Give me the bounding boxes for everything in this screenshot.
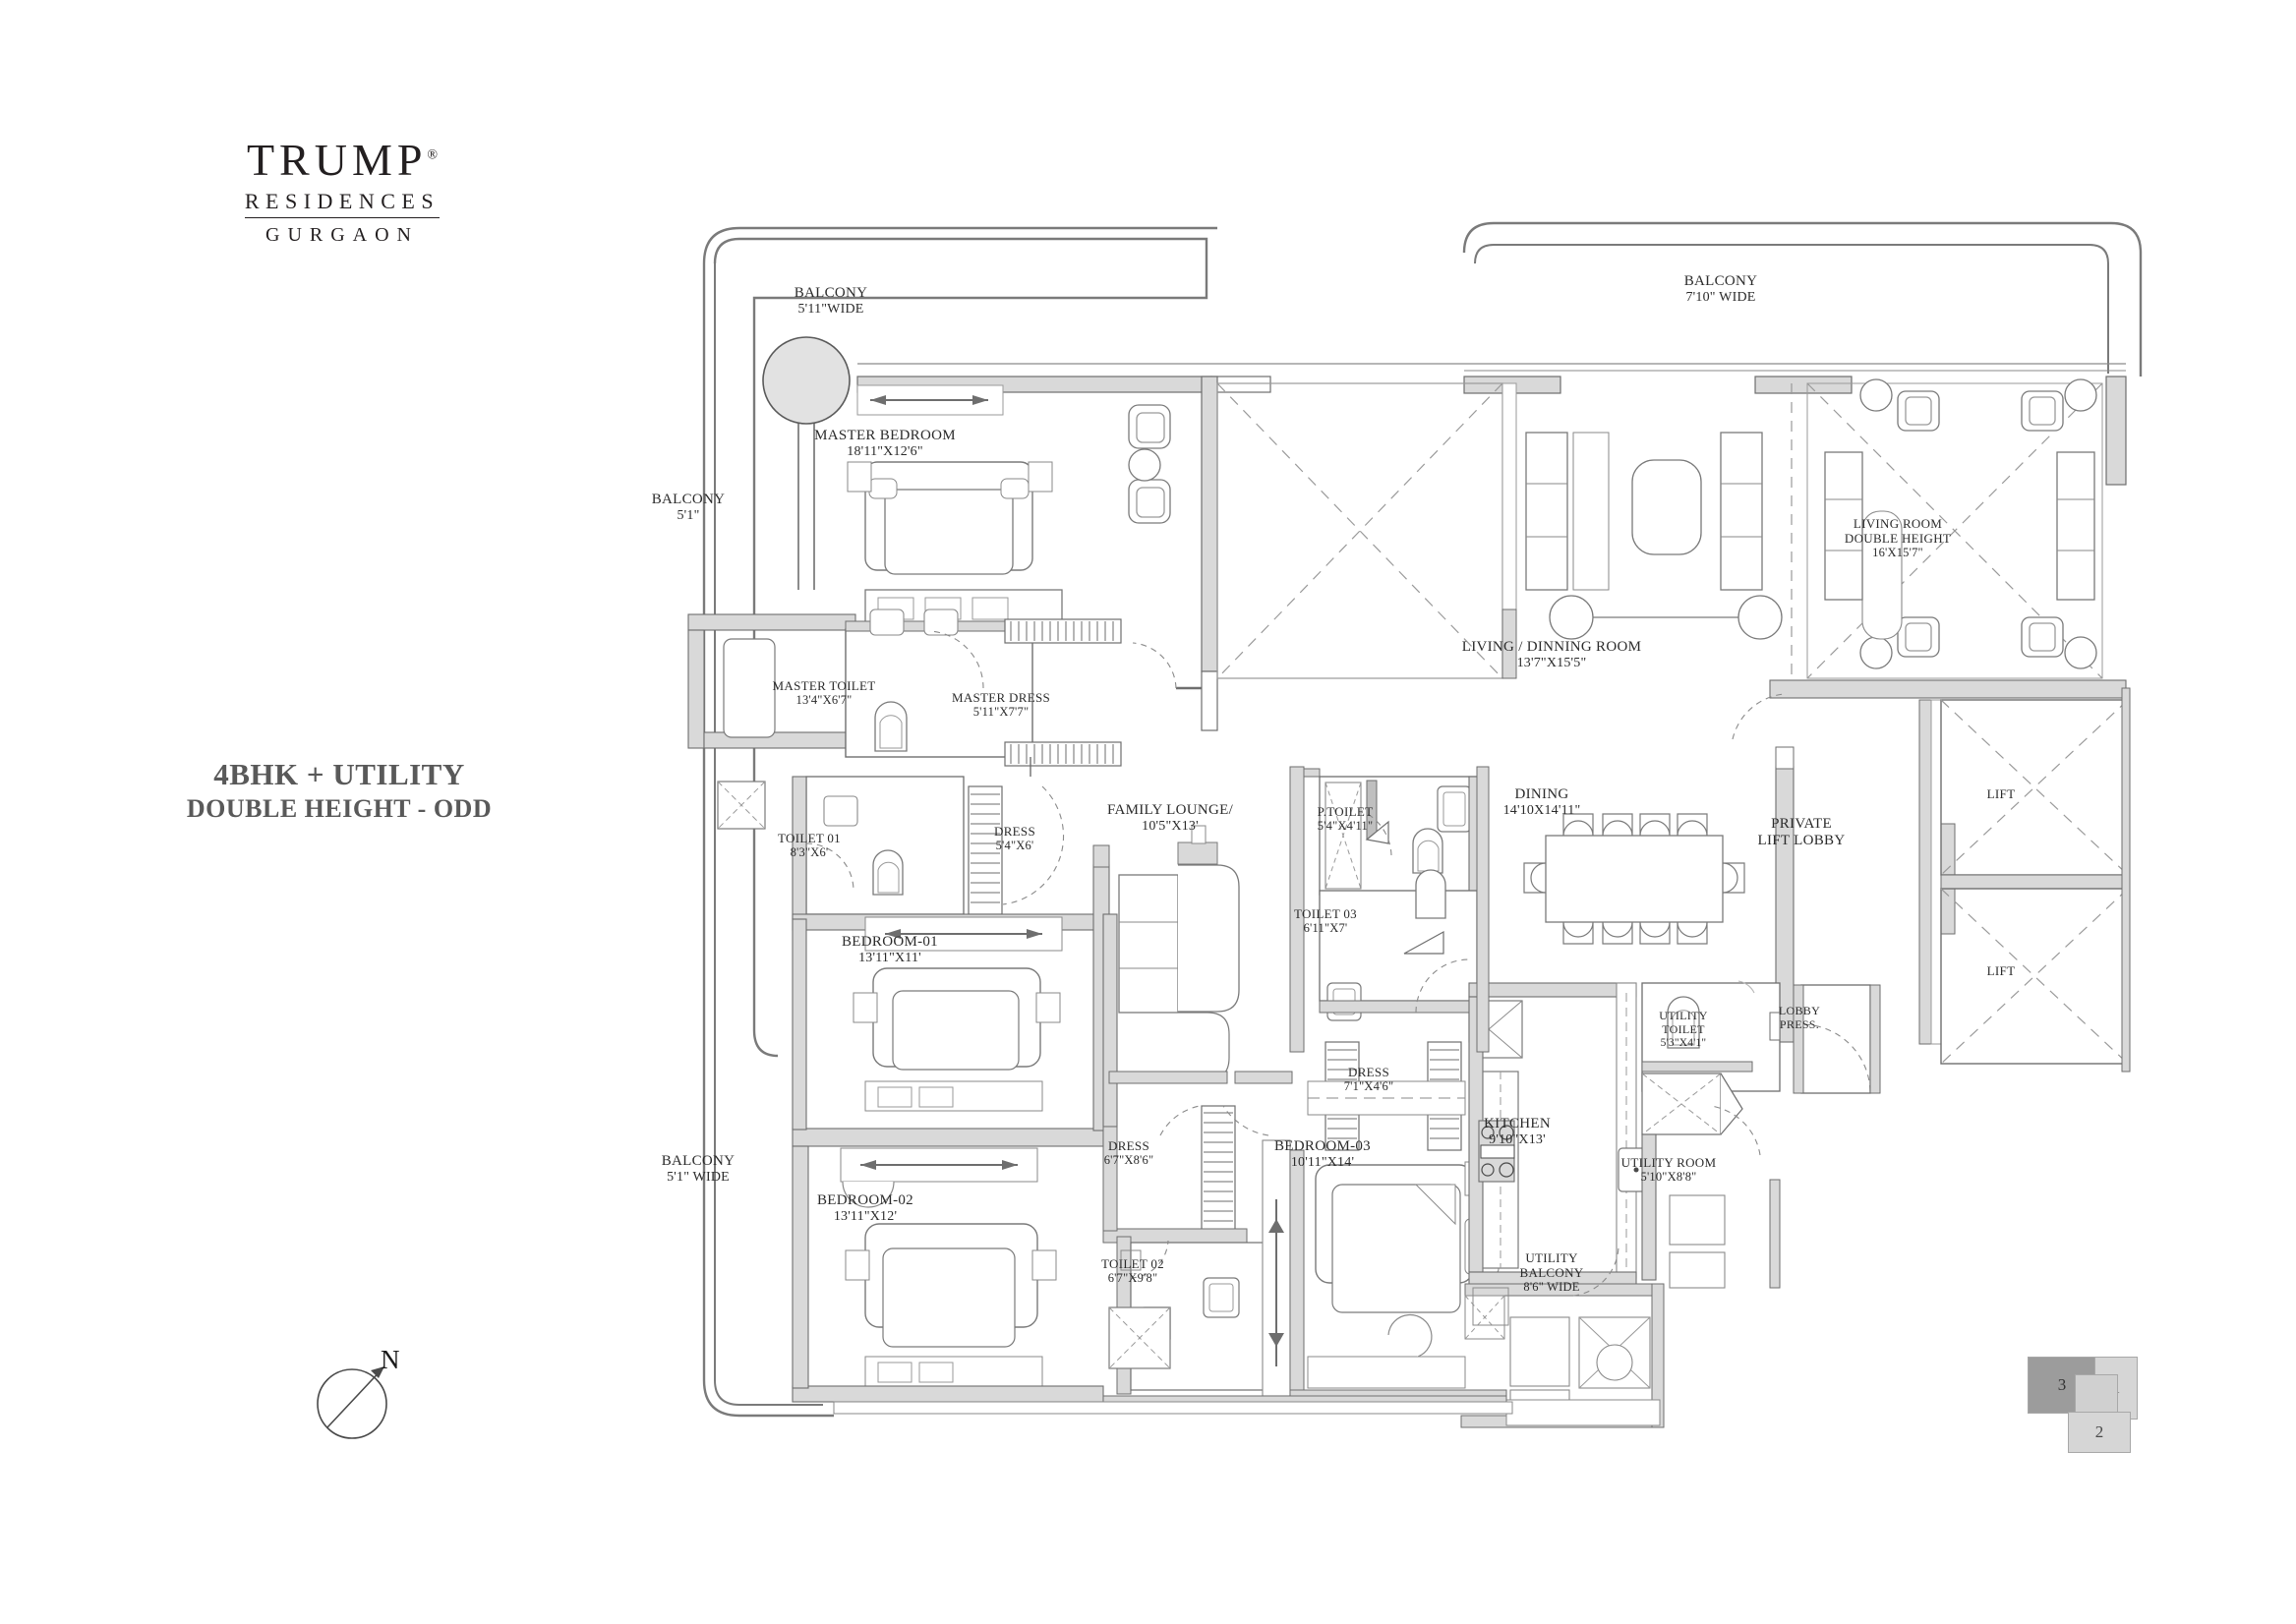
north-label: N	[381, 1345, 400, 1374]
unit-type-title: 4BHK + UTILITY DOUBLE HEIGHT - ODD	[152, 757, 526, 824]
registered-mark: ®	[427, 147, 439, 163]
unit-title-line1: 4BHK + UTILITY	[213, 757, 465, 791]
unit-title-line2: DOUBLE HEIGHT - ODD	[186, 793, 493, 823]
brand-name: TRUMP®	[246, 135, 439, 185]
north-compass: N	[310, 1345, 408, 1447]
brand-line-gurgaon: GURGAON	[265, 224, 419, 246]
key-plan: 3 1 2	[2028, 1357, 2185, 1465]
brand-logo: TRUMP® RESIDENCES GURGAON	[214, 138, 470, 245]
brand-line-residences: RESIDENCES	[244, 191, 441, 218]
key-plan-block-core	[2075, 1374, 2118, 1416]
key-plan-block-2: 2	[2068, 1412, 2131, 1453]
